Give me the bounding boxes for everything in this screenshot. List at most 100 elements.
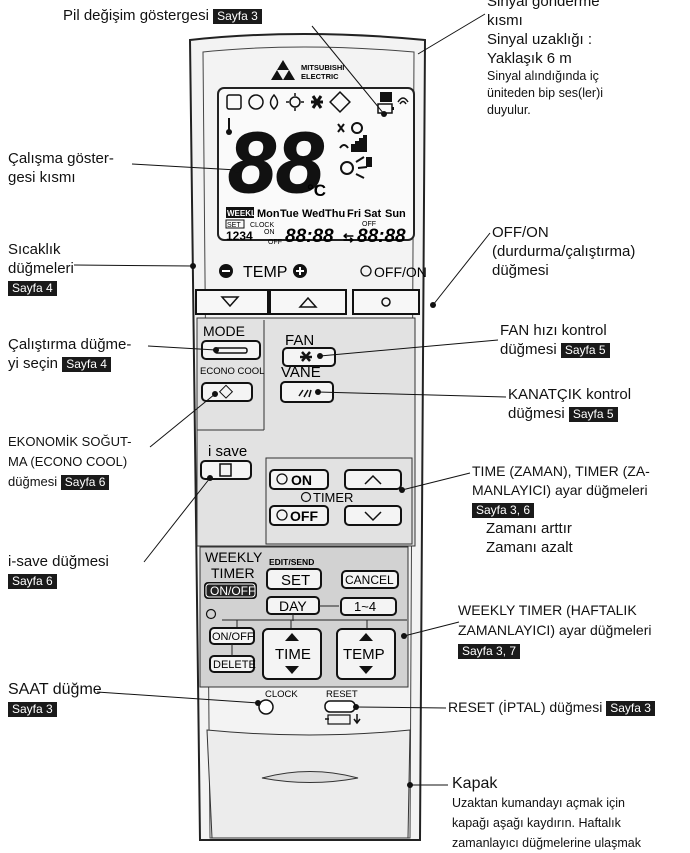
reset-button[interactable]: [324, 700, 356, 713]
timer-off-button[interactable]: OFF: [269, 505, 329, 526]
svg-text:ON/OFF: ON/OFF: [210, 584, 255, 598]
reset-callout: RESET (İPTAL) düğmesi Sayfa 3: [448, 698, 655, 717]
brand-line1: MITSUBISHI: [301, 63, 344, 72]
timer-down-button[interactable]: [344, 505, 402, 526]
lcd-display: [217, 87, 415, 241]
page-ref: Sayfa 4: [8, 281, 57, 296]
leader-lines: [73, 13, 507, 786]
page-ref: Sayfa 5: [560, 343, 610, 358]
weekly-label2: TIMER: [211, 565, 255, 581]
temp-callout: Sıcaklık düğmeleri Sayfa 4: [8, 241, 74, 296]
weekly-small-onoff-button[interactable]: ON/OFF: [209, 627, 255, 645]
remote-inner-border: [202, 46, 415, 839]
svg-text:Sun: Sun: [385, 208, 406, 220]
svg-text:Wed: Wed: [302, 208, 325, 220]
cover: [206, 729, 411, 839]
lcd-clock: CLOCK: [250, 222, 274, 229]
battery-small-icon: [325, 714, 361, 725]
clock-btn-label: CLOCK: [265, 689, 298, 700]
mode-label: MODE: [203, 323, 245, 339]
lcd-on: ON: [264, 229, 275, 236]
svg-text:OFF: OFF: [290, 508, 318, 524]
page-ref: Sayfa 4: [62, 357, 111, 372]
svg-text:DAY: DAY: [279, 598, 307, 614]
day-button[interactable]: DAY: [266, 596, 320, 615]
battery-callout: Pil değişim göstergesi Sayfa 3: [63, 6, 262, 25]
isave-label: i save: [208, 443, 247, 460]
weekly-onoff-button[interactable]: ON/OFF: [204, 582, 257, 599]
mode-icons: [226, 91, 351, 113]
cancel-button[interactable]: CANCEL: [341, 570, 399, 589]
page-ref: Sayfa 3: [8, 702, 57, 717]
timer-up-button[interactable]: [344, 469, 402, 490]
econo-label: ECONO COOL: [200, 366, 264, 377]
page-ref: Sayfa 6: [60, 475, 110, 490]
signal-callout: Sinyal gönderme kısmı Sinyal uzaklığı : …: [487, 0, 604, 117]
fan-button[interactable]: [282, 347, 336, 367]
page-ref: Sayfa 3, 6: [472, 503, 535, 518]
signal-icon: [397, 97, 409, 105]
isave-button[interactable]: [200, 460, 252, 480]
edit-send-label: EDIT/SEND: [269, 557, 314, 567]
brand-line2: ELECTRIC: [301, 72, 339, 81]
mode-button[interactable]: [201, 340, 261, 360]
fan-callout: FAN hızı kontrol düğmesi Sayfa 5: [500, 321, 610, 359]
lcd-weekly: WEEKLY: [227, 209, 261, 218]
clock-small-icon: [300, 491, 312, 503]
svg-text:TIME: TIME: [275, 646, 311, 663]
fan-speed-icon: [337, 122, 367, 152]
svg-text:1~4: 1~4: [354, 599, 376, 614]
fan-label: FAN: [285, 332, 314, 349]
lcd-off: OFF: [268, 239, 282, 246]
delete-button[interactable]: DELETE: [209, 655, 256, 673]
svg-text:CANCEL: CANCEL: [345, 573, 394, 587]
svg-text:ON/OFF: ON/OFF: [212, 631, 254, 643]
lcd-nums: 1234: [226, 229, 253, 243]
temp-row-label: TEMP: [243, 264, 287, 281]
mitsubishi-logo-icon: [271, 60, 295, 80]
offon-row-label: OFF/ON: [374, 264, 427, 280]
weekly-label1: WEEKLY: [205, 549, 263, 565]
power-icon: [360, 265, 372, 277]
weekly-time-button[interactable]: TIME: [262, 628, 322, 680]
clock-button[interactable]: [258, 699, 274, 715]
lcd-time1: 88:88: [285, 226, 334, 247]
display-callout: Çalışma göster- gesi kısmı: [8, 150, 114, 186]
time-callout: TIME (ZAMAN), TIMER (ZA- MANLAYICI) ayar…: [472, 463, 650, 556]
page-ref: Sayfa 5: [568, 407, 618, 422]
svg-text:Tue: Tue: [280, 208, 299, 220]
cover-callout: Kapak Uzaktan kumandayı açmak için kapağ…: [452, 775, 641, 850]
lcd-time2: 88:88: [357, 226, 406, 247]
lcd-off-right: OFF: [362, 221, 376, 228]
svg-text:DELETE: DELETE: [213, 659, 256, 671]
vane-label: VANE: [281, 364, 321, 381]
timer-on-button[interactable]: ON: [269, 469, 329, 490]
range-button[interactable]: 1~4: [340, 597, 397, 616]
page-ref: Sayfa 3, 7: [458, 644, 521, 659]
vane-callout: KANATÇIK kontrol düğmesi Sayfa 5: [508, 386, 632, 422]
econo-callout: EKONOMİK SOĞUT- MA (ECONO COOL) düğmesi …: [8, 434, 132, 490]
svg-text:Thu: Thu: [325, 208, 345, 220]
cover-grip: [261, 771, 359, 783]
temp-down-button[interactable]: [195, 289, 269, 315]
page-ref: Sayfa 6: [8, 574, 57, 589]
svg-text:Fri: Fri: [347, 208, 361, 220]
svg-text:Mon: Mon: [257, 208, 280, 220]
clock-callout: SAAT düğme Sayfa 3: [8, 681, 102, 717]
offon-callout: OFF/ON (durdurma/çalıştırma) düğmesi: [492, 224, 636, 279]
temp-up-button[interactable]: [269, 289, 347, 315]
page-ref: Sayfa 3: [213, 9, 262, 24]
svg-text:⇆: ⇆: [343, 230, 354, 245]
offon-button[interactable]: [352, 289, 420, 315]
svg-text:TEMP: TEMP: [343, 646, 385, 663]
weekly-temp-button[interactable]: TEMP: [336, 628, 396, 680]
clock-weekly-icon: [205, 608, 217, 620]
timer-label: TIMER: [313, 490, 353, 505]
isave-callout: i-save düğmesi Sayfa 6: [8, 553, 109, 589]
set-button[interactable]: SET: [266, 568, 322, 590]
lcd-temperature: 88: [228, 115, 324, 211]
reset-btn-label: RESET: [326, 689, 358, 700]
lcd-set: SET: [227, 222, 241, 229]
weekly-callout: WEEKLY TIMER (HAFTALIK ZAMANLAYICI) ayar…: [458, 602, 652, 659]
